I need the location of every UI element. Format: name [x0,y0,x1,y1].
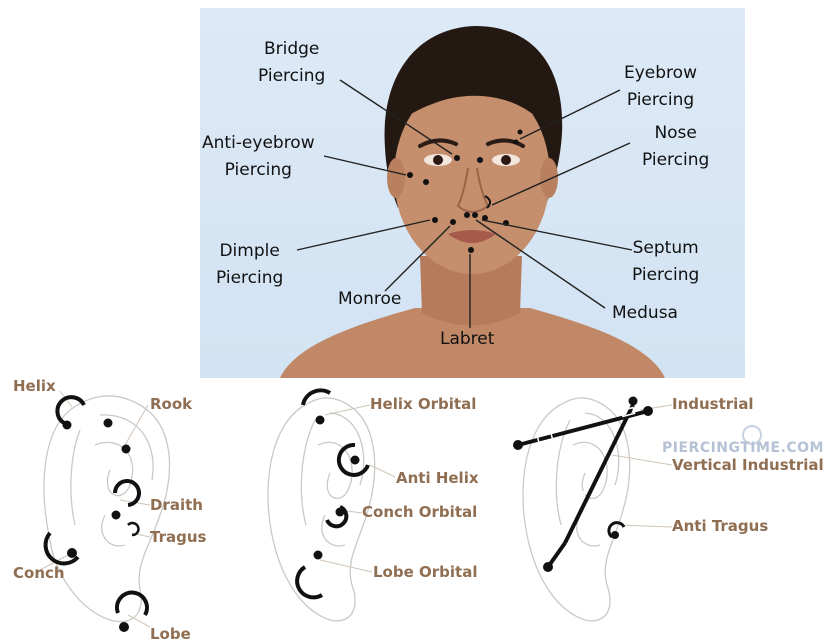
labret-label: Labret [440,326,494,353]
helix-label: Helix [13,377,56,395]
medusa-label: Medusa [612,300,678,327]
anti-helix-label: Anti Helix [396,469,479,487]
anti-tragus-label: Anti Tragus [672,517,768,535]
rook-label: Rook [150,395,192,413]
lobe-orbital-label: Lobe Orbital [373,563,477,581]
helix-orbital-label: Helix Orbital [370,395,476,413]
conch-orbital-label: Conch Orbital [362,503,477,521]
industrial-label: Industrial [672,395,754,413]
daith-label: Draith [150,496,203,514]
lobe-label: Lobe [150,625,191,643]
watermark: PIERCINGTIME.COM [662,440,824,456]
vertical-industrial-label: Vertical Industrial [672,456,824,474]
tragus-label: Tragus [150,528,206,546]
conch-label: Conch [13,564,65,582]
monroe-label: Monroe [338,286,401,313]
